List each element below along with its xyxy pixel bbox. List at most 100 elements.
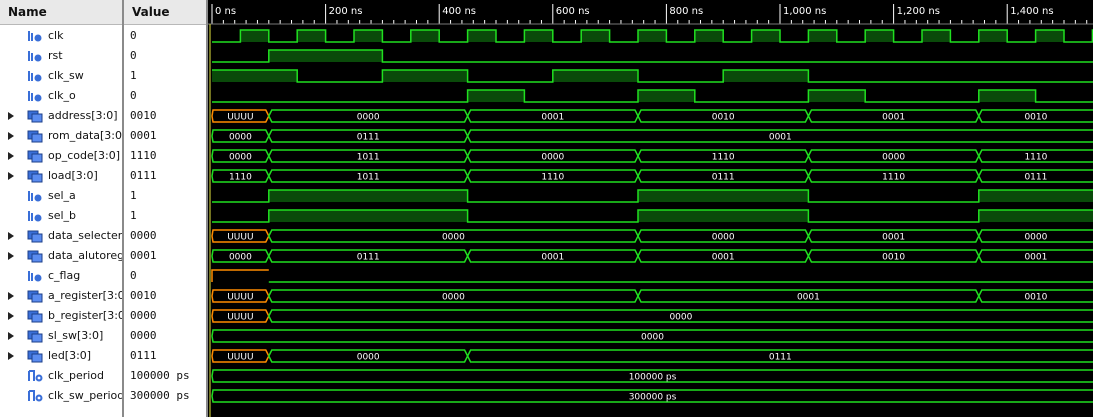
signal-row[interactable]: led[3:0] — [0, 346, 122, 366]
high-fill — [524, 30, 553, 42]
high-fill — [297, 30, 326, 42]
bus-value-label: 0000 — [669, 313, 692, 323]
bit-signal-icon — [26, 49, 44, 63]
signal-row[interactable]: c_flag — [0, 266, 122, 286]
tick-label: 800 ns — [669, 6, 703, 17]
tick-label: 1,400 ns — [1010, 6, 1053, 17]
signal-row[interactable]: rom_data[3:0] — [0, 126, 122, 146]
signal-name: led[3:0] — [48, 349, 92, 362]
signal-name: data_selectert — [48, 229, 122, 242]
bus-segment — [807, 229, 980, 243]
bus-segment — [267, 349, 469, 363]
expand-arrow-icon[interactable] — [8, 352, 14, 360]
bus-value-label: 1110 — [541, 173, 564, 183]
high-fill — [978, 90, 1036, 102]
expand-arrow-icon[interactable] — [8, 332, 14, 340]
value-row: 100000 ps — [124, 366, 206, 386]
bus-signal-icon — [26, 349, 44, 363]
bus-signal-icon — [26, 169, 44, 183]
bit-signal-icon — [26, 69, 44, 83]
expand-arrow-icon[interactable] — [8, 232, 14, 240]
bus-value-label: 0010 — [882, 253, 905, 263]
signal-row[interactable]: sel_a — [0, 186, 122, 206]
signal-row[interactable]: op_code[3:0] — [0, 146, 122, 166]
bus-signal-icon — [26, 109, 44, 123]
bus-segment — [466, 109, 639, 123]
value-row: 0001 — [124, 246, 206, 266]
signal-name: sel_a — [48, 189, 76, 202]
bus-value-label: 0001 — [769, 133, 792, 143]
signal-row[interactable]: data_alutoregi — [0, 246, 122, 266]
signal-row[interactable]: clk_o — [0, 86, 122, 106]
signal-row[interactable]: rst — [0, 46, 122, 66]
signal-row[interactable]: clk_sw_period — [0, 386, 122, 406]
bus-segment — [211, 129, 270, 143]
bus-value-label: 1110 — [712, 153, 735, 163]
signal-row[interactable]: sel_b — [0, 206, 122, 226]
bus-value-label: 1110 — [229, 173, 252, 183]
bus-segment — [807, 149, 980, 163]
bus-signal-icon — [26, 309, 44, 323]
bus-segment — [807, 169, 980, 183]
value-row: 0000 — [124, 326, 206, 346]
value-row: 0010 — [124, 106, 206, 126]
signal-name: sel_b — [48, 209, 77, 222]
bus-segment — [807, 109, 980, 123]
expand-arrow-icon[interactable] — [8, 152, 14, 160]
bus-segment — [211, 249, 270, 263]
bus-value-label: 0000 — [882, 153, 905, 163]
signal-row[interactable]: clk — [0, 26, 122, 46]
bus-value-label: 0000 — [541, 153, 564, 163]
name-column-header[interactable]: Name — [0, 0, 122, 25]
expand-arrow-icon[interactable] — [8, 172, 14, 180]
bit-signal-icon — [26, 209, 44, 223]
value-row: 0 — [124, 46, 206, 66]
signal-row[interactable]: load[3:0] — [0, 166, 122, 186]
value-row: 0001 — [124, 126, 206, 146]
signal-row[interactable]: clk_sw — [0, 66, 122, 86]
bit-signal-icon — [26, 89, 44, 103]
value-row: 0 — [124, 26, 206, 46]
value-row: 1110 — [124, 146, 206, 166]
parameter-icon — [26, 389, 44, 403]
signal-row[interactable]: a_register[3:0] — [0, 286, 122, 306]
bus-segment — [211, 149, 270, 163]
value-column-header[interactable]: Value — [124, 0, 206, 25]
bus-value-label: 100000 ps — [629, 373, 677, 383]
bus-value-label: 0000 — [229, 153, 252, 163]
bus-segment — [466, 149, 639, 163]
expand-arrow-icon[interactable] — [8, 132, 14, 140]
signal-row[interactable]: address[3:0] — [0, 106, 122, 126]
bus-segment — [977, 169, 1093, 183]
high-fill — [638, 210, 809, 222]
value-row: 0010 — [124, 286, 206, 306]
bus-value-label: UUUU — [227, 233, 253, 243]
value-row: 1 — [124, 186, 206, 206]
bus-value-label: UUUU — [227, 353, 253, 363]
signal-value: 0000 — [130, 309, 157, 322]
bit-wave — [212, 189, 1093, 203]
tick-label: 1,200 ns — [897, 6, 940, 17]
expand-arrow-icon[interactable] — [8, 312, 14, 320]
bus-value-label: 0010 — [1024, 293, 1047, 303]
expand-arrow-icon[interactable] — [8, 252, 14, 260]
signal-row[interactable]: clk_period — [0, 366, 122, 386]
expand-arrow-icon[interactable] — [8, 112, 14, 120]
high-fill — [638, 190, 809, 202]
high-fill — [268, 210, 468, 222]
signal-row[interactable]: b_register[3:0] — [0, 306, 122, 326]
signal-row[interactable]: data_selectert — [0, 226, 122, 246]
tick-label: 600 ns — [556, 6, 590, 17]
high-fill — [922, 30, 951, 42]
signal-value: 0010 — [130, 289, 157, 302]
high-fill — [240, 30, 269, 42]
bus-value-label: 0111 — [357, 133, 380, 143]
bus-value-label: 0000 — [229, 133, 252, 143]
bus-value-label: 0010 — [712, 113, 735, 123]
expand-arrow-icon[interactable] — [8, 292, 14, 300]
signal-row[interactable]: sl_sw[3:0] — [0, 326, 122, 346]
